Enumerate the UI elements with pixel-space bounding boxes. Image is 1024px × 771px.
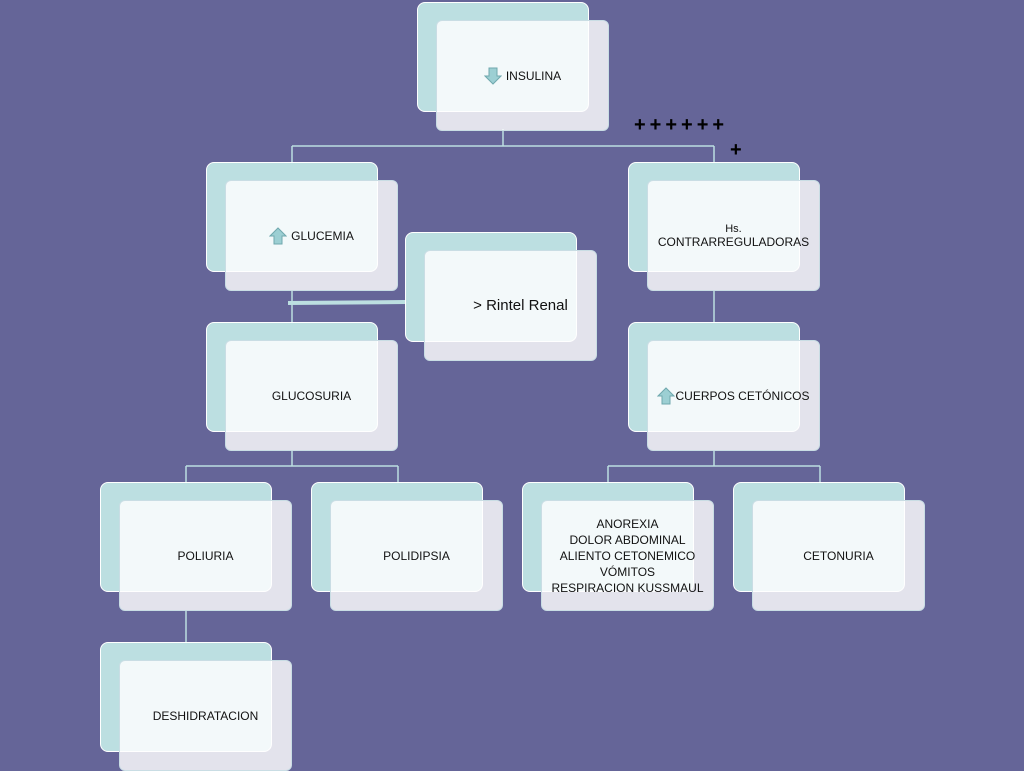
plus-signs-annotation: ++++++ xyxy=(634,114,729,136)
sintomas-line: RESPIRACION KUSSMAUL xyxy=(551,580,704,595)
polidipsia-label: POLIDIPSIA xyxy=(383,548,450,563)
connector-insulina xyxy=(291,129,715,162)
cetonuria-label: CETONURIA xyxy=(803,548,874,563)
sintomas-line: DOLOR ABDOMINAL xyxy=(569,532,686,547)
glucemia-label: GLUCEMIA xyxy=(291,228,354,243)
hormonas-line1: Hs. xyxy=(725,222,742,235)
connector-glucosuria-split xyxy=(185,450,399,482)
up-arrow-icon xyxy=(657,386,676,404)
poliuria-label: POLIURIA xyxy=(177,548,234,563)
glucosuria-label: GLUCOSURIA xyxy=(271,388,352,403)
sintomas-line: ANOREXIA xyxy=(596,516,659,531)
rintel-label: > Rintel Renal xyxy=(473,296,568,314)
connector-rintel xyxy=(287,300,407,305)
insulina-label: INSULINA xyxy=(505,68,562,83)
deshidratacion-label: DESHIDRATACION xyxy=(152,708,259,723)
cuerpos-label: CUERPOS CETÓNICOS xyxy=(675,388,810,403)
connector-cuerpos-split xyxy=(607,450,821,482)
down-arrow-icon xyxy=(483,67,502,85)
hormonas-line2: CONTRARREGULADORAS xyxy=(657,234,810,249)
up-arrow-icon xyxy=(269,226,288,244)
sintomas-line: ALIENTO CETONEMICO xyxy=(559,548,696,563)
sintomas-line: VÓMITOS xyxy=(599,564,656,579)
plus-sign-extra: + xyxy=(730,139,742,161)
